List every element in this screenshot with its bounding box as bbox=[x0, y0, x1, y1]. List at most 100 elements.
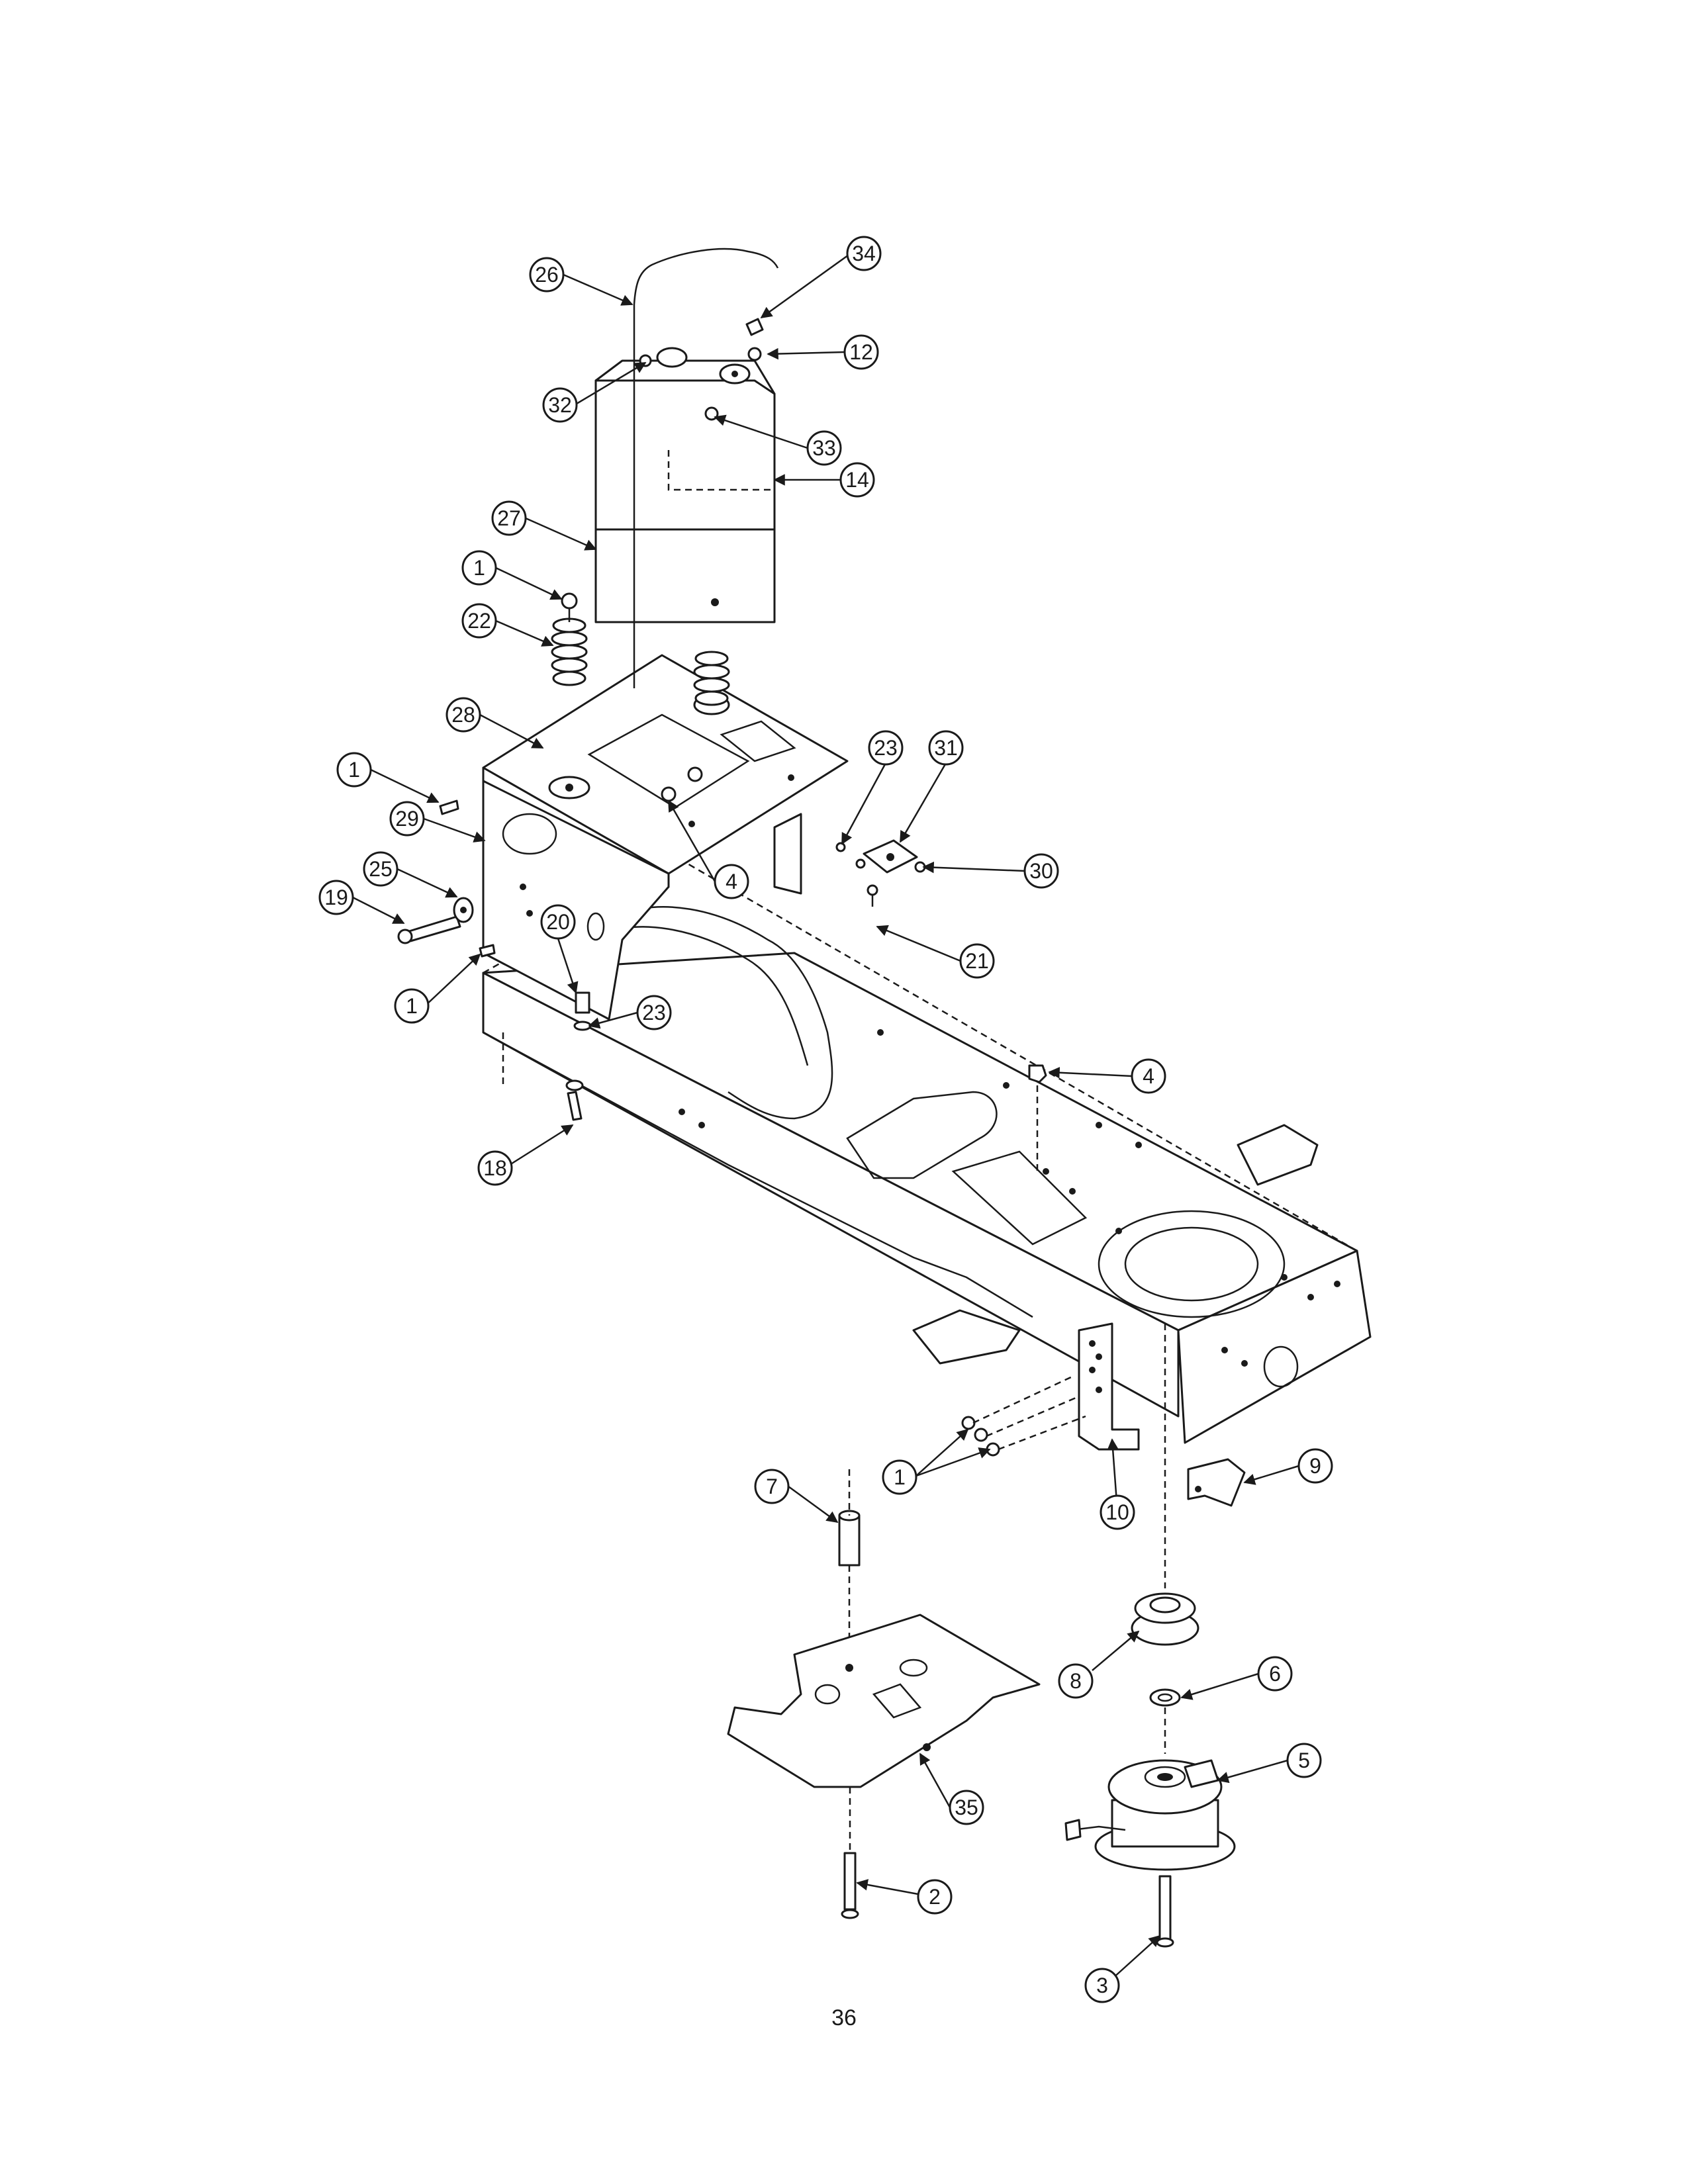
bolt-19 bbox=[397, 915, 461, 944]
svg-text:7: 7 bbox=[766, 1475, 778, 1498]
callout-26: 26 bbox=[529, 257, 565, 293]
callout-10: 10 bbox=[1100, 1494, 1135, 1530]
svg-text:23: 23 bbox=[642, 1001, 666, 1024]
callout-7: 7 bbox=[754, 1469, 790, 1504]
callout-9: 9 bbox=[1297, 1448, 1333, 1484]
hex-nut bbox=[747, 347, 762, 361]
svg-text:29: 29 bbox=[395, 807, 419, 831]
clutch-bracket-35 bbox=[727, 1614, 1041, 1788]
svg-text:32: 32 bbox=[548, 393, 572, 417]
seat-bracket bbox=[482, 780, 802, 1021]
callout-1-seat: 1 bbox=[461, 550, 497, 586]
svg-text:4: 4 bbox=[1143, 1064, 1154, 1088]
callout-29: 29 bbox=[389, 801, 425, 837]
svg-text:35: 35 bbox=[955, 1796, 978, 1819]
page-number: 36 bbox=[831, 2005, 857, 2030]
svg-text:25: 25 bbox=[369, 857, 393, 881]
callout-18: 18 bbox=[477, 1150, 513, 1186]
callout-4-frame: 4 bbox=[1131, 1058, 1166, 1094]
washer-6 bbox=[1149, 1688, 1181, 1707]
callout-31: 31 bbox=[928, 730, 964, 766]
bolt-1-a bbox=[439, 799, 459, 815]
svg-text:34: 34 bbox=[852, 242, 876, 265]
bolt-2 bbox=[841, 1787, 859, 1919]
washer-23-lower bbox=[573, 1021, 592, 1031]
svg-text:12: 12 bbox=[849, 340, 873, 364]
svg-text:1: 1 bbox=[348, 758, 360, 782]
seat-spring-right bbox=[693, 651, 730, 706]
callout-33: 33 bbox=[806, 430, 842, 466]
callout-28: 28 bbox=[445, 697, 481, 733]
callout-5: 5 bbox=[1286, 1743, 1322, 1778]
callout-2: 2 bbox=[917, 1879, 953, 1915]
svg-text:19: 19 bbox=[324, 886, 348, 909]
svg-text:3: 3 bbox=[1096, 1974, 1108, 1997]
bushing-25 bbox=[453, 897, 474, 923]
nut-4-seat bbox=[661, 766, 703, 802]
lock-washer bbox=[835, 842, 846, 852]
svg-text:14: 14 bbox=[845, 468, 869, 492]
callout-1-lower-left: 1 bbox=[394, 988, 430, 1024]
svg-text:33: 33 bbox=[812, 436, 836, 460]
svg-text:2: 2 bbox=[929, 1885, 941, 1909]
callout-25: 25 bbox=[363, 851, 399, 887]
callout-34: 34 bbox=[846, 236, 882, 271]
svg-text:23: 23 bbox=[874, 736, 898, 760]
callout-14: 14 bbox=[839, 462, 875, 498]
spacer-20 bbox=[575, 991, 590, 1014]
pto-clutch-5 bbox=[1064, 1759, 1236, 1871]
svg-text:21: 21 bbox=[965, 949, 989, 973]
svg-text:20: 20 bbox=[546, 910, 570, 934]
bolts-1-lower bbox=[961, 1375, 1086, 1457]
svg-text:27: 27 bbox=[497, 506, 521, 530]
battery-terminal-cover bbox=[745, 318, 764, 336]
bolt-3 bbox=[1156, 1707, 1174, 1948]
svg-text:6: 6 bbox=[1269, 1662, 1281, 1686]
svg-text:10: 10 bbox=[1105, 1500, 1129, 1524]
callout-21: 21 bbox=[959, 943, 995, 979]
svg-text:5: 5 bbox=[1298, 1749, 1310, 1772]
pulley-8 bbox=[1131, 1324, 1199, 1646]
svg-text:1: 1 bbox=[894, 1465, 906, 1489]
bolt-1-b bbox=[479, 944, 496, 958]
battery bbox=[594, 347, 776, 531]
svg-text:9: 9 bbox=[1309, 1454, 1321, 1478]
svg-text:31: 31 bbox=[934, 736, 958, 760]
callout-23-upper: 23 bbox=[868, 730, 904, 766]
spacer-7 bbox=[838, 1469, 861, 1655]
bolt-1-seat bbox=[561, 592, 578, 622]
callout-1-left: 1 bbox=[336, 752, 372, 788]
callout-19: 19 bbox=[318, 880, 354, 915]
svg-text:28: 28 bbox=[451, 703, 475, 727]
bracket-9 bbox=[1187, 1458, 1246, 1507]
leader-lines bbox=[352, 252, 1299, 1979]
callout-27: 27 bbox=[491, 500, 527, 536]
seat-spring-left bbox=[551, 617, 588, 686]
nut-4-frame bbox=[1028, 1064, 1047, 1171]
solenoid bbox=[855, 839, 926, 907]
callout-23-lower: 23 bbox=[636, 995, 672, 1030]
svg-text:1: 1 bbox=[406, 994, 418, 1018]
callout-32: 32 bbox=[542, 387, 578, 423]
callout-35: 35 bbox=[949, 1790, 984, 1825]
svg-text:8: 8 bbox=[1070, 1669, 1082, 1693]
callout-12: 12 bbox=[843, 334, 879, 370]
bolt-18 bbox=[565, 1079, 584, 1121]
svg-text:4: 4 bbox=[726, 870, 737, 893]
callout-8: 8 bbox=[1058, 1663, 1094, 1699]
main-frame bbox=[482, 859, 1372, 1451]
svg-text:26: 26 bbox=[535, 263, 559, 287]
callout-6: 6 bbox=[1257, 1656, 1293, 1692]
callout-4-seat: 4 bbox=[714, 864, 749, 899]
svg-text:30: 30 bbox=[1029, 859, 1053, 883]
callout-30: 30 bbox=[1023, 853, 1059, 889]
battery-cable bbox=[633, 248, 779, 688]
svg-text:18: 18 bbox=[483, 1156, 507, 1180]
callout-22: 22 bbox=[461, 603, 497, 639]
svg-text:1: 1 bbox=[473, 556, 485, 580]
svg-text:22: 22 bbox=[467, 609, 491, 633]
callout-20: 20 bbox=[540, 904, 576, 940]
callout-3: 3 bbox=[1084, 1968, 1120, 2003]
callout-1-lower: 1 bbox=[882, 1459, 917, 1495]
